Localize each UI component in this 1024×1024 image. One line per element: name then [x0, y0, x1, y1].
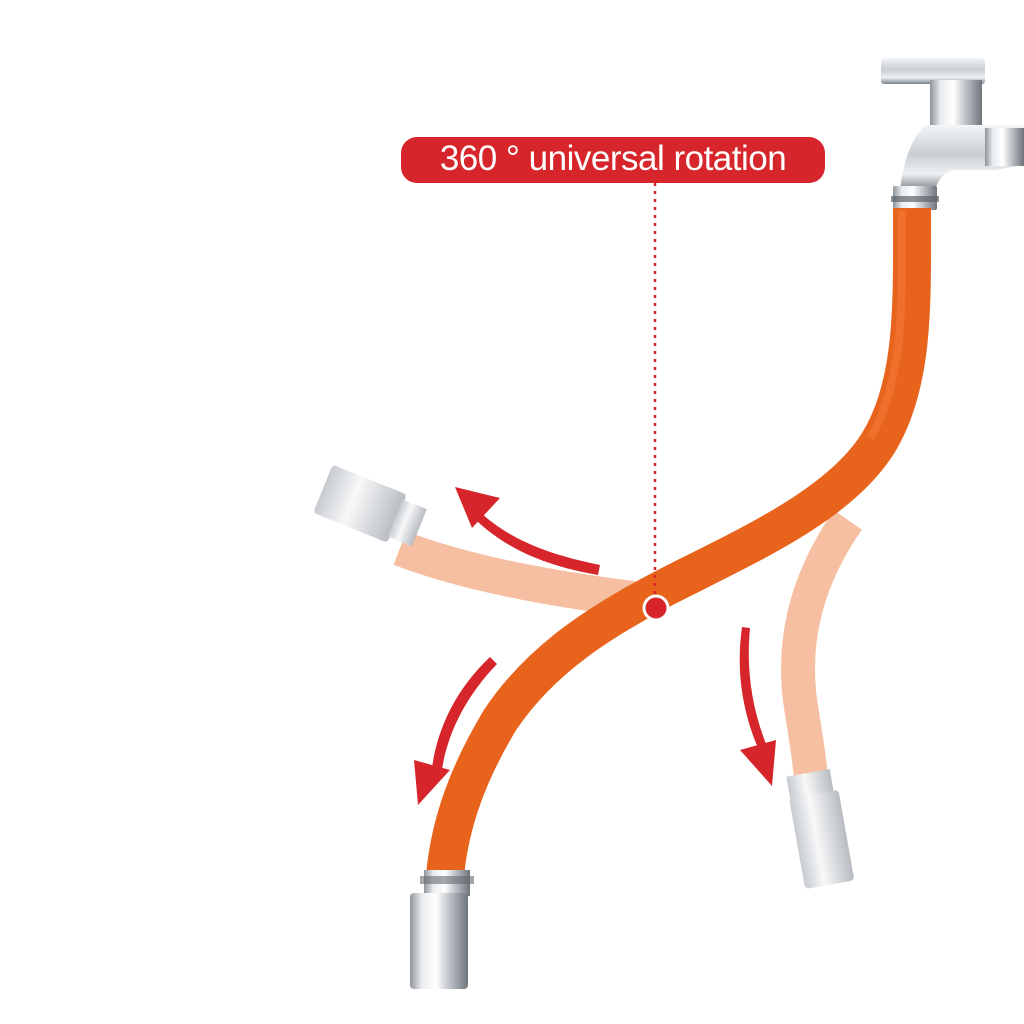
- rotation-callout-text: 360 ° universal rotation: [439, 139, 787, 178]
- nozzle-ghost-left: [314, 465, 427, 547]
- faucet-icon: [881, 58, 1024, 210]
- hose-ghost-left: [393, 531, 643, 618]
- rotation-callout-badge: 360 ° universal rotation: [401, 137, 825, 183]
- nozzle-ghost-right: [786, 768, 854, 889]
- hose-ghost-right: [781, 510, 862, 792]
- hose-main: [426, 207, 932, 878]
- nozzle-main: [410, 870, 474, 989]
- pivot-point-icon: [642, 594, 670, 622]
- curved-arrow-icon: [414, 487, 776, 805]
